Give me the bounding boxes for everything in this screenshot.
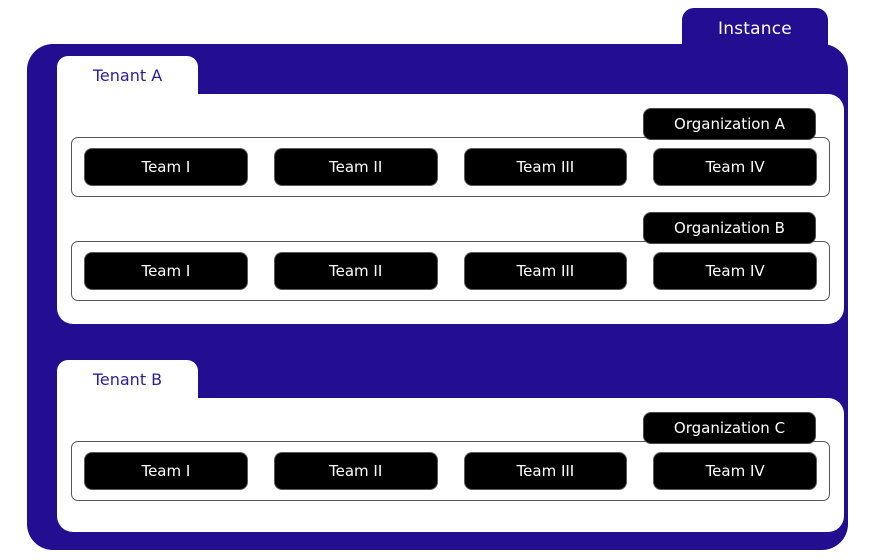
team-box[interactable]: Team II: [273, 452, 438, 490]
organization-tab-c-label: Organization C: [673, 418, 786, 437]
team-box[interactable]: Team III: [463, 452, 628, 490]
tenant-body-b: Organization C Team I Team II Team III T…: [57, 398, 844, 532]
team-row-organization-b: Team I Team II Team III Team IV: [71, 241, 830, 301]
organization-group-a: Organization A Team I Team II Team III T…: [71, 108, 830, 197]
team-label: Team I: [141, 461, 191, 480]
team-box[interactable]: Team I: [84, 148, 248, 186]
team-box[interactable]: Team III: [463, 252, 628, 290]
tenant-tab-a[interactable]: Tenant A: [57, 56, 198, 95]
team-box[interactable]: Team II: [273, 148, 438, 186]
tenant-tab-b[interactable]: Tenant B: [57, 360, 198, 399]
team-label: Team I: [141, 157, 191, 176]
team-label: Team IV: [705, 461, 765, 480]
organization-tab-b-label: Organization B: [674, 218, 785, 237]
team-box[interactable]: Team II: [273, 252, 438, 290]
team-box[interactable]: Team IV: [653, 148, 817, 186]
team-row-organization-a: Team I Team II Team III Team IV: [71, 137, 830, 197]
team-label: Team II: [328, 261, 383, 280]
team-row-organization-c: Team I Team II Team III Team IV: [71, 441, 830, 501]
organization-tab-a[interactable]: Organization A: [643, 108, 816, 140]
organization-tab-a-label: Organization A: [674, 114, 785, 133]
team-label: Team III: [516, 461, 575, 480]
organization-tab-b[interactable]: Organization B: [643, 212, 816, 244]
tenant-tab-b-label: Tenant B: [92, 369, 163, 389]
organization-tab-c[interactable]: Organization C: [643, 412, 816, 444]
instance-tab[interactable]: Instance: [682, 8, 828, 50]
team-label: Team II: [328, 461, 383, 480]
instance-tab-label: Instance: [718, 18, 792, 39]
team-label: Team IV: [705, 261, 765, 280]
tenant-block-b: Tenant B Organization C Team I Team II T…: [57, 360, 844, 532]
team-box[interactable]: Team IV: [653, 252, 817, 290]
team-label: Team IV: [705, 157, 765, 176]
tenant-block-a: Tenant A Organization A Team I Team II T…: [57, 56, 844, 324]
team-label: Team III: [516, 157, 575, 176]
team-box[interactable]: Team I: [84, 252, 248, 290]
team-box[interactable]: Team III: [463, 148, 628, 186]
tenant-body-a: Organization A Team I Team II Team III T…: [57, 94, 844, 324]
organization-group-b: Organization B Team I Team II Team III T…: [71, 212, 830, 301]
tenant-tab-a-label: Tenant A: [92, 65, 163, 85]
team-label: Team II: [328, 157, 383, 176]
team-label: Team III: [516, 261, 575, 280]
team-box[interactable]: Team IV: [653, 452, 817, 490]
team-box[interactable]: Team I: [84, 452, 248, 490]
organization-group-c: Organization C Team I Team II Team III T…: [71, 412, 830, 501]
team-label: Team I: [141, 261, 191, 280]
